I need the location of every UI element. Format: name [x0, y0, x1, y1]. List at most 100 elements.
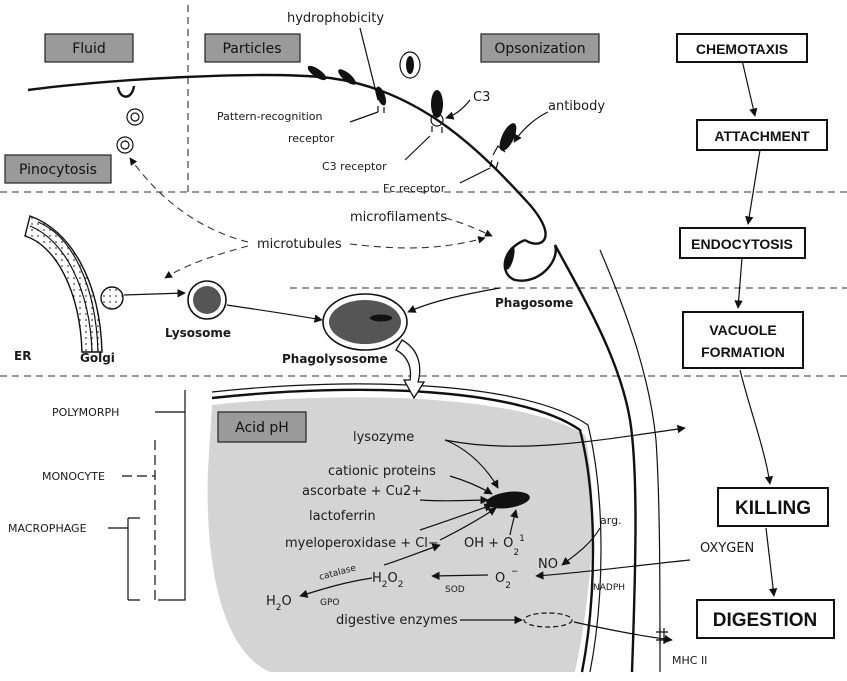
catalase-arrow [299, 577, 373, 598]
fluid-box-label: Fluid [72, 41, 106, 57]
step-arrow-1 [741, 59, 758, 117]
h2o2-mpo-arrow [383, 543, 441, 566]
antibody-particle [499, 123, 517, 151]
lysozyme-arrow [444, 439, 499, 489]
c3-molecule [430, 113, 444, 127]
label-phagosome: Phagosome [495, 296, 573, 310]
step-vacuole-label: VACUOLE [709, 322, 776, 338]
step-attachment-label: ATTACHMENT [714, 128, 810, 144]
microtubule-arrow-2 [164, 245, 249, 279]
h2o-sub: 2 [276, 603, 282, 613]
o2-minus-sup: − [511, 567, 519, 577]
label-ascorbate: ascorbate + Cu2+ [302, 484, 422, 499]
digested-remnant [523, 612, 573, 628]
mhc-ii-icon [656, 628, 668, 644]
h2o-h: H [266, 594, 276, 609]
cell-membrane-right-inner [599, 249, 661, 673]
phagolysosome-membrane-outer [211, 383, 602, 673]
label-lysozyme: lysozyme [353, 430, 414, 445]
macrophage-bracket [108, 517, 140, 601]
label-monocyte: MONOCYTE [42, 470, 105, 483]
lysosome-core [193, 286, 221, 314]
polymorph-bracket [155, 390, 186, 601]
antibody-arrow [513, 111, 549, 143]
step-chemotaxis-label: CHEMOTAXIS [696, 41, 788, 57]
step-arrow-4 [739, 369, 774, 485]
label-cationic-proteins: cationic proteins [328, 464, 436, 479]
vesicle-2 [116, 136, 134, 154]
sod-arrow [431, 571, 489, 581]
er-line [29, 225, 93, 353]
particle-1 [307, 65, 327, 81]
c3-particle [431, 90, 443, 118]
golgi-vesicle [100, 286, 124, 310]
cationic-arrow [449, 475, 493, 495]
prr-stub [377, 106, 385, 113]
er-line-2 [37, 221, 99, 353]
step-digestion: DIGESTION [696, 599, 835, 639]
label-golgi: Golgi [80, 351, 115, 365]
killing-target [486, 491, 530, 509]
h2o2-sub1: 2 [382, 580, 388, 590]
label-lactoferrin: lactoferrin [309, 509, 376, 524]
vesicle-1-inner [130, 112, 140, 122]
label-digestive-enzymes: digestive enzymes [336, 613, 458, 628]
step-endocytosis: ENDOCYTOSIS [679, 227, 806, 259]
opsonization-box-label: Opsonization [494, 41, 585, 57]
microtubule-arrow-3 [349, 236, 486, 249]
oh-o2-sub: 2 [513, 548, 519, 558]
step-vacuole-formation: VACUOLE FORMATION [682, 311, 804, 369]
particles-box-label: Particles [222, 41, 281, 57]
phagolysosome-membrane [211, 388, 595, 673]
oh-arrow [509, 509, 519, 536]
step-chemotaxis: CHEMOTAXIS [676, 33, 808, 63]
label-no: NO [538, 557, 558, 572]
phagosome-to-phagolysosome-arrow [407, 287, 501, 313]
opsonization-box: Opsonization [480, 33, 600, 63]
opsonized-particle-1 [399, 51, 421, 79]
label-c3-receptor: C3 receptor [322, 160, 387, 173]
mhc-arrow [573, 621, 673, 644]
fc-receptor-pointer [459, 167, 491, 184]
fluid-box: Fluid [44, 33, 134, 63]
hydrophobicity-pointer [359, 27, 379, 101]
opsonized-particle-1-core [406, 56, 414, 74]
label-c3: C3 [473, 90, 490, 105]
label-prr-1: Pattern-recognition [217, 110, 322, 123]
o2-minus-base: O [495, 571, 505, 586]
arg-arrow [561, 527, 601, 566]
monocyte-bracket [122, 440, 156, 600]
step-formation-label: FORMATION [701, 344, 785, 360]
label-microtubules: microtubules [257, 237, 342, 252]
label-myeloperoxidase: myeloperoxidase + Cl− [285, 536, 439, 551]
label-nadph: NADPH [593, 583, 625, 593]
label-o2-minus: O2− [495, 567, 519, 591]
label-sod: SOD [445, 585, 465, 595]
particles-box: Particles [204, 33, 301, 63]
label-polymorph: POLYMORPH [52, 406, 119, 419]
label-mhc-ii: MHC II [672, 654, 707, 667]
label-hydrophobicity: hydrophobicity [287, 11, 384, 26]
lactoferrin-arrow [419, 503, 493, 531]
lysosome-to-phagolysosome-arrow [226, 304, 323, 323]
c3-arrow [445, 99, 471, 120]
label-phagolysosome: Phagolysosome [282, 352, 388, 366]
label-lysosome: Lysosome [165, 326, 231, 340]
step-arrow-3 [734, 257, 743, 309]
invagination [116, 85, 136, 98]
phagosome-particle [505, 246, 515, 270]
particle-2 [338, 69, 356, 85]
oh-o2-super: 1 [519, 534, 525, 544]
step-arrow-5 [765, 527, 778, 597]
label-arg: arg. [600, 514, 622, 527]
pinocytosis-box: Pinocytosis [4, 154, 112, 184]
fc-receptor-stub [489, 159, 499, 170]
phagolysosome-particle [370, 314, 392, 322]
label-oxygen: OXYGEN [700, 541, 754, 556]
lysozyme-out-arrow [444, 424, 686, 447]
c3-receptor-stub [431, 126, 443, 133]
ascorbate-arrow [419, 495, 489, 505]
label-h2o2: H2O2 [372, 571, 403, 590]
